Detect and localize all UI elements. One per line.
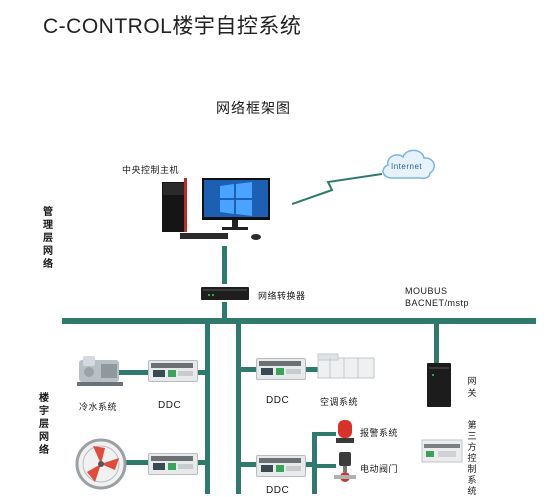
protocol-label-2: BACNET/mstp [405,298,470,308]
branch-ac [241,367,371,372]
management-layer-label: 管理层网络 [43,207,53,270]
branch-riser [312,432,317,494]
gateway-drop [434,324,439,364]
switch-link [222,302,227,319]
ddc-controller-icon [148,450,198,476]
ddc-label-1: DDC [158,400,182,411]
thirdparty-controller-icon [420,436,464,466]
gateway-label: 网关 [467,376,477,398]
valve-label: 电动阀门 [360,464,399,474]
ddc-controller-icon [256,355,306,381]
trunk-right [236,324,241,494]
host-link [222,246,227,284]
ac-label: 空调系统 [320,397,359,407]
chiller-icon [73,354,127,390]
diagram-title: 网络框架图 [216,100,291,116]
gateway-icon [425,361,453,409]
ddc-controller-icon [148,357,198,383]
trunk-left [205,324,210,494]
branch-alarm-stub [312,432,336,436]
fan-icon [73,438,129,492]
ddc-label-2: DDC [266,395,290,406]
air-handler-icon [316,352,376,382]
ddc-label-3: DDC [266,485,290,496]
switch-icon [201,284,249,302]
internet-label: Internet [391,162,423,171]
alarm-light-icon [334,418,356,444]
thirdparty-label: 第三方控制系统 [467,420,477,496]
alarm-label: 报警系统 [360,428,399,438]
main-bus [62,318,536,324]
ddc-controller-icon [256,452,306,478]
branch-valve-stub [312,464,336,468]
computer-icon [160,176,272,246]
protocol-label-1: MOUBUS [405,286,448,296]
cloud-icon [378,144,440,184]
valve-icon [334,450,356,484]
floor-layer-label: 楼宇层网络 [39,393,49,456]
page-title: C-CONTROL楼宇自控系统 [43,15,302,38]
central-host-label: 中央控制主机 [122,165,180,175]
converter-label: 网络转换器 [258,291,306,301]
chiller-label: 冷水系统 [79,402,118,412]
wireless-link [291,172,384,206]
